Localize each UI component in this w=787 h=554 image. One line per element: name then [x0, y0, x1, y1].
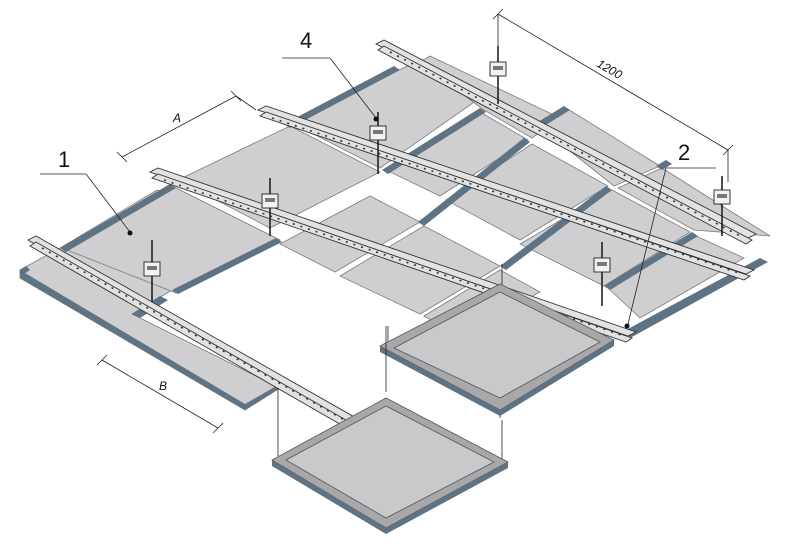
callout-2-number: 2 [678, 140, 690, 165]
panel-front-edge [626, 258, 768, 338]
callout-2: 2 [624, 140, 716, 329]
panel-joint [500, 186, 612, 270]
dimension-1200-label: 1200 [595, 56, 625, 82]
panel-joint [538, 106, 570, 126]
hanger-rod [261, 178, 279, 236]
hangers [143, 46, 731, 306]
dimension-a: A [116, 90, 257, 163]
dimension-b: B [96, 354, 224, 434]
panel-joint [284, 66, 400, 128]
callout-4: 4 [282, 28, 379, 122]
panel-joint [60, 184, 176, 252]
hanger-rod [489, 46, 507, 104]
callout-4-number: 4 [300, 28, 312, 53]
callout-1-number: 1 [58, 147, 70, 172]
panel-joint [656, 160, 672, 170]
hanger-rod [713, 176, 731, 236]
dimension-b-label: B [159, 379, 167, 393]
carrier-rail [377, 45, 753, 245]
carrier-rail [258, 111, 752, 281]
rail-slots [41, 51, 745, 455]
callout-1: 1 [40, 147, 133, 236]
panel-joint [172, 238, 282, 294]
dropped-tray-left [271, 326, 509, 534]
hanger-rod [143, 240, 161, 302]
dimension-a-label: A [172, 111, 181, 125]
hanger-rod [593, 242, 611, 306]
dropped-tray-right [379, 264, 615, 418]
hanger-rod [369, 112, 387, 174]
